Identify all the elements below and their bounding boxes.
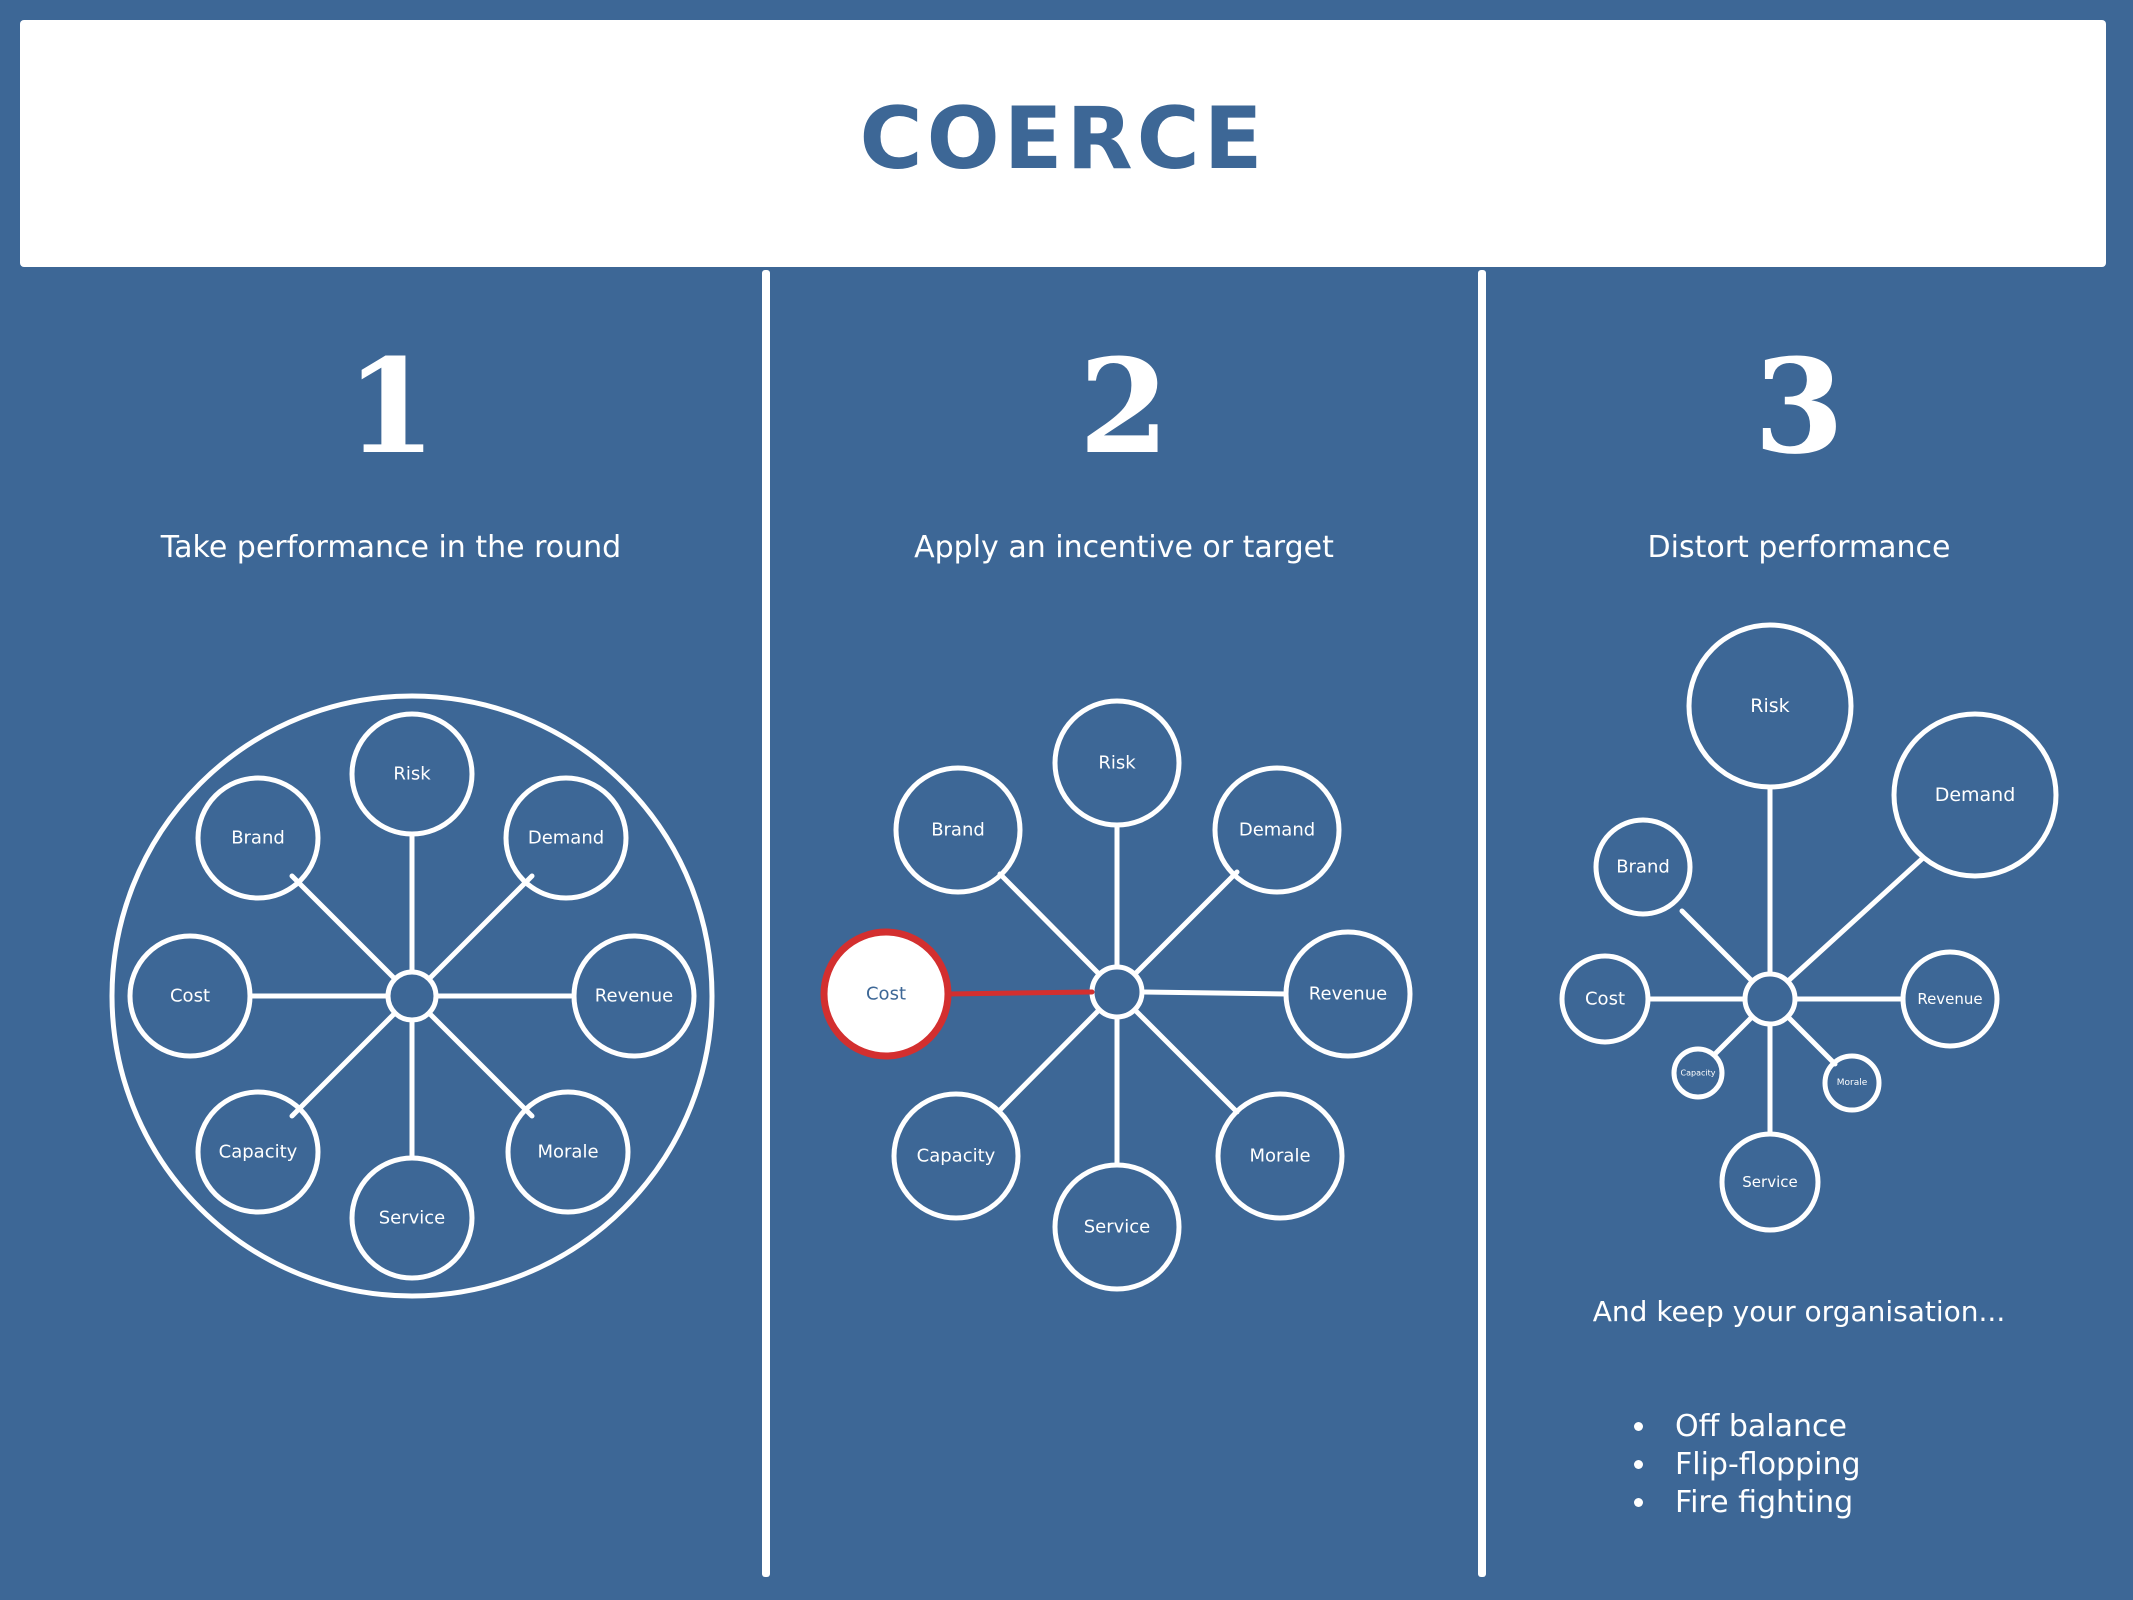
node-morale: [1215, 1091, 1345, 1221]
slide-title: COERCE: [859, 88, 1267, 189]
incentive-diagram: [891, 698, 1413, 1292]
label-risk: Risk: [1750, 695, 1789, 717]
node-service: [1719, 1131, 1821, 1233]
step-3-panel: 3 Distort performance And keep your orga…: [1486, 270, 2112, 1577]
hub-circle: [1742, 971, 1798, 1027]
node-risk: [1052, 698, 1182, 828]
consequence-list: Off balance Flip-flopping Fire fighting: [1630, 1408, 1861, 1522]
balanced-diagram: [109, 693, 715, 1299]
label-cost: Cost: [170, 986, 210, 1007]
node-capacity: [1671, 1046, 1725, 1100]
node-brand: [1593, 817, 1693, 917]
node-cost: [1559, 953, 1651, 1045]
node-morale: [1822, 1053, 1882, 1113]
label-cost: Cost: [1585, 989, 1625, 1010]
label-service: Service: [379, 1208, 446, 1229]
label-revenue: Revenue: [1309, 984, 1387, 1005]
node-cost: [127, 933, 253, 1059]
label-service: Service: [1084, 1217, 1151, 1238]
label-morale: Morale: [1837, 1078, 1868, 1088]
label-revenue: Revenue: [595, 986, 673, 1007]
label-revenue: Revenue: [1917, 990, 1982, 1008]
label-capacity: Capacity: [1681, 1069, 1716, 1078]
label-capacity: Capacity: [219, 1142, 298, 1163]
step-3-label: Distort performance: [1647, 530, 1951, 565]
node-service: [1052, 1162, 1182, 1292]
node-service: [349, 1155, 475, 1281]
list-item: Fire fighting: [1630, 1484, 1861, 1522]
node-morale: [505, 1089, 631, 1215]
label-demand: Demand: [1935, 784, 2016, 806]
label-brand: Brand: [231, 828, 285, 849]
node-demand: [1212, 765, 1342, 895]
step-1-panel: 1 Take performance in the round: [20, 270, 762, 1577]
label-demand: Demand: [528, 828, 604, 849]
list-item: Flip-flopping: [1630, 1446, 1861, 1484]
step-2-panel: 2 Apply an incentive or target: [770, 270, 1478, 1577]
label-risk: Risk: [1098, 753, 1136, 774]
node-brand: [195, 775, 321, 901]
step-2-label: Apply an incentive or target: [914, 530, 1334, 565]
list-item: Off balance: [1630, 1408, 1861, 1446]
outer-balance-circle: [109, 693, 715, 1299]
node-brand: [893, 765, 1023, 895]
hub-circle: [1089, 964, 1145, 1020]
step-1-label: Take performance in the round: [160, 530, 622, 565]
label-capacity: Capacity: [917, 1146, 996, 1167]
node-demand: [503, 775, 629, 901]
step-3-number: 3: [1753, 330, 1845, 483]
step-1-number: 1: [345, 330, 437, 483]
hub-circle: [385, 969, 439, 1023]
label-service: Service: [1742, 1173, 1797, 1191]
node-risk: [1686, 622, 1854, 790]
node-revenue: [571, 933, 697, 1059]
label-morale: Morale: [1249, 1146, 1310, 1167]
node-capacity: [891, 1091, 1021, 1221]
step-2-number: 2: [1078, 330, 1170, 483]
node-demand: [1891, 711, 2059, 879]
title-banner: COERCE: [20, 20, 2106, 267]
tagline: And keep your organisation...: [1592, 1295, 2006, 1328]
column-divider: [762, 270, 770, 1577]
label-brand: Brand: [931, 820, 985, 841]
node-cost-highlighted: [820, 928, 952, 1060]
label-morale: Morale: [537, 1142, 598, 1163]
label-brand: Brand: [1616, 857, 1670, 878]
incentive-link: [944, 989, 1095, 997]
distorted-diagram: [1559, 622, 2059, 1233]
column-divider: [1478, 270, 1486, 1577]
label-demand: Demand: [1239, 820, 1315, 841]
node-revenue: [1283, 929, 1413, 1059]
node-revenue: [1900, 949, 2000, 1049]
node-risk: [349, 711, 475, 837]
label-risk: Risk: [393, 764, 431, 785]
label-cost-highlighted: Cost: [866, 984, 906, 1005]
node-capacity: [195, 1089, 321, 1215]
